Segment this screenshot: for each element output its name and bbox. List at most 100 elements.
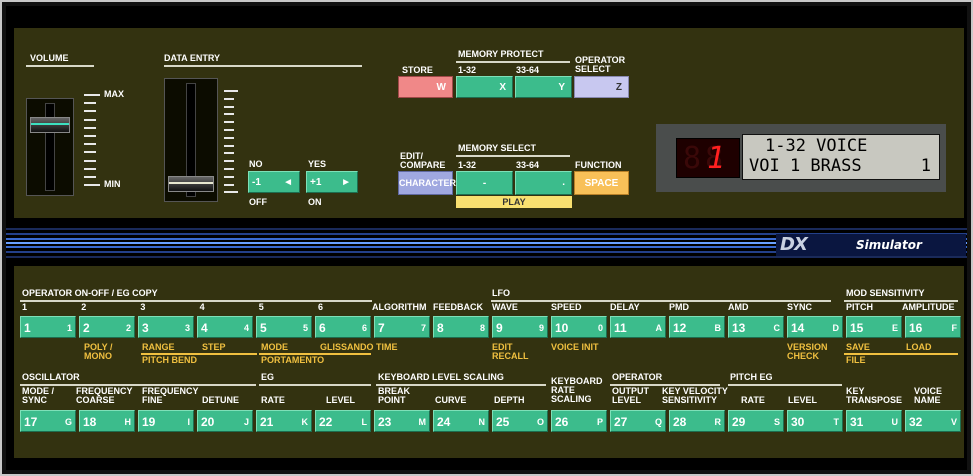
button-shortcut-key: C [773, 323, 781, 333]
minus-one-button[interactable]: -1 ◄ [248, 171, 300, 193]
plus-one-button[interactable]: +1 ► [306, 171, 358, 193]
memory-protect-1-32-button[interactable]: X [456, 76, 513, 98]
button-shortcut-key: 4 [243, 323, 249, 333]
file-label: FILE [846, 355, 866, 365]
data-entry-slider-handle[interactable] [168, 176, 214, 193]
synth-panel: VOLUME MAX MIN DATA ENTRY NO YES -1 ◄ +1 [6, 6, 967, 470]
button-number: 21 [260, 415, 274, 429]
button-number: 23 [378, 415, 392, 429]
eg-level-label: LEVEL [326, 395, 356, 405]
memory-select-1-32-button[interactable]: - [456, 171, 513, 195]
operator-number-label: 2 [81, 302, 87, 312]
button-shortcut-key: 1 [66, 323, 72, 333]
feedback-label: FEEDBACK [433, 302, 484, 312]
scale-tick [224, 97, 234, 100]
scale-tick [84, 126, 96, 129]
button-shortcut-key: T [833, 417, 840, 427]
arrow-right-icon: ► [341, 177, 351, 188]
memory-select-33-64-button[interactable]: . [515, 171, 572, 195]
scale-tick [224, 144, 234, 147]
operator-number-label: 5 [258, 302, 264, 312]
volume-slider-handle[interactable] [30, 117, 70, 134]
pitch-bend-underline [141, 353, 257, 355]
button-shortcut-key: 5 [302, 323, 308, 333]
button-number: 17 [24, 415, 38, 429]
scale-tick [84, 159, 96, 162]
data-entry-slider-box [164, 78, 218, 202]
simulator-logo: Simulator [856, 238, 922, 252]
function-button-20[interactable]: 20 J [197, 410, 253, 432]
data-entry-label: DATA ENTRY [164, 53, 220, 63]
speed-label: SPEED [551, 302, 582, 312]
minus-one-label: -1 [252, 177, 261, 188]
space-button[interactable]: SPACE [574, 171, 629, 195]
character-button[interactable]: CHARACTER [398, 171, 456, 195]
store-button[interactable]: W [398, 76, 453, 98]
lfo-underline [491, 300, 831, 302]
button-shortcut-key: O [536, 417, 544, 427]
memory-protect-33-64-button[interactable]: Y [515, 76, 572, 98]
operator-underline [610, 384, 720, 386]
button-number: 20 [201, 415, 215, 429]
button-shortcut-key: N [478, 417, 486, 427]
play-label: PLAY [502, 197, 526, 207]
button-shortcut-key: J [243, 417, 249, 427]
memory-protect-33-64-label: 33-64 [516, 65, 540, 75]
scale-tick [84, 143, 96, 146]
operator-number-label: 1 [22, 302, 28, 312]
depth-label: DEPTH [494, 395, 525, 405]
button-shortcut-key: 0 [597, 323, 603, 333]
operator-select-button[interactable]: Z [574, 76, 629, 98]
volume-underline [26, 65, 94, 67]
data-entry-slider-track [186, 83, 196, 197]
memory-select-1-32-label: 1-32 [458, 160, 477, 170]
stripe-lines-graphic [6, 228, 967, 258]
scale-tick [84, 184, 100, 187]
lcd-screen: 1-32 VOICE VOI 1 BRASS 1 [742, 134, 940, 180]
button-number: 4 [201, 321, 208, 335]
scale-tick [224, 129, 234, 131]
brand-stripe: DX Simulator [6, 222, 967, 264]
portamento-underline [259, 353, 371, 355]
on-label: ON [308, 197, 322, 207]
scale-tick [84, 167, 96, 170]
store-label: STORE [402, 65, 433, 75]
pitch-eg-underline [728, 384, 842, 386]
curve-label: CURVE [435, 395, 467, 405]
